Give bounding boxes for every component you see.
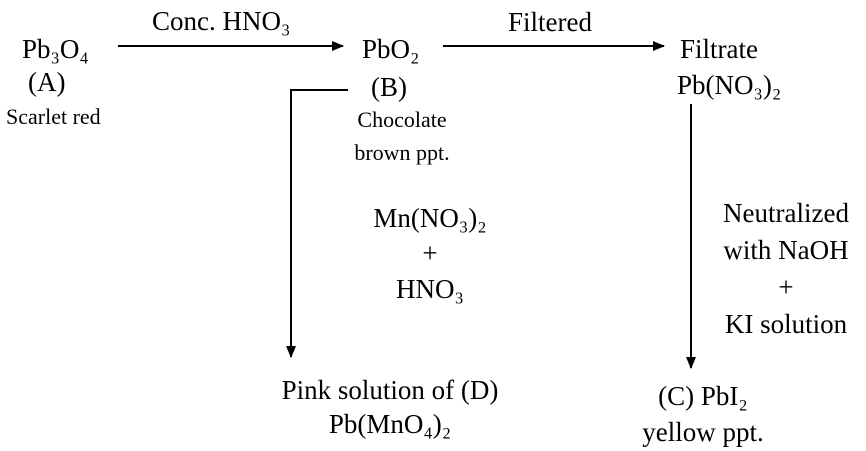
reagent-mn-nitrate: Mn(NO₃)₂ [373, 203, 487, 233]
compound-a-formula: Pb₃O₄ [22, 34, 89, 64]
compound-b-description-1: Chocolate [357, 107, 447, 132]
product-d-description: Pink solution of (D) [281, 375, 499, 405]
arrow-b-to-d [286, 89, 348, 358]
reagent-ki-solution: KI solution [724, 309, 848, 339]
compound-a-label: (A) [28, 67, 66, 97]
product-c-description: yellow ppt. [642, 417, 764, 447]
reagent-conc-hno3: Conc. HNO₃ [152, 6, 291, 36]
filtrate-formula: Pb(NO₃)₂ [677, 70, 782, 100]
reagent-plus-1: + [422, 238, 438, 268]
reagent-plus-2: + [778, 272, 794, 302]
filtrate-title: Filtrate [680, 34, 758, 64]
product-c-formula: (C) PbI₂ [658, 381, 748, 411]
compound-b-description-2: brown ppt. [354, 140, 450, 165]
compound-b-formula: PbO₂ [362, 34, 420, 64]
product-d-formula: Pb(MnO₄)₂ [328, 409, 452, 439]
compound-a-description: Scarlet red [6, 104, 101, 129]
step-filtered: Filtered [508, 7, 592, 37]
reagent-hno3: HNO₃ [396, 274, 464, 304]
compound-b-label: (B) [371, 72, 407, 102]
reagent-neutralized: Neutralized [723, 198, 849, 228]
reagent-with-naoh: with NaOH [723, 235, 849, 265]
